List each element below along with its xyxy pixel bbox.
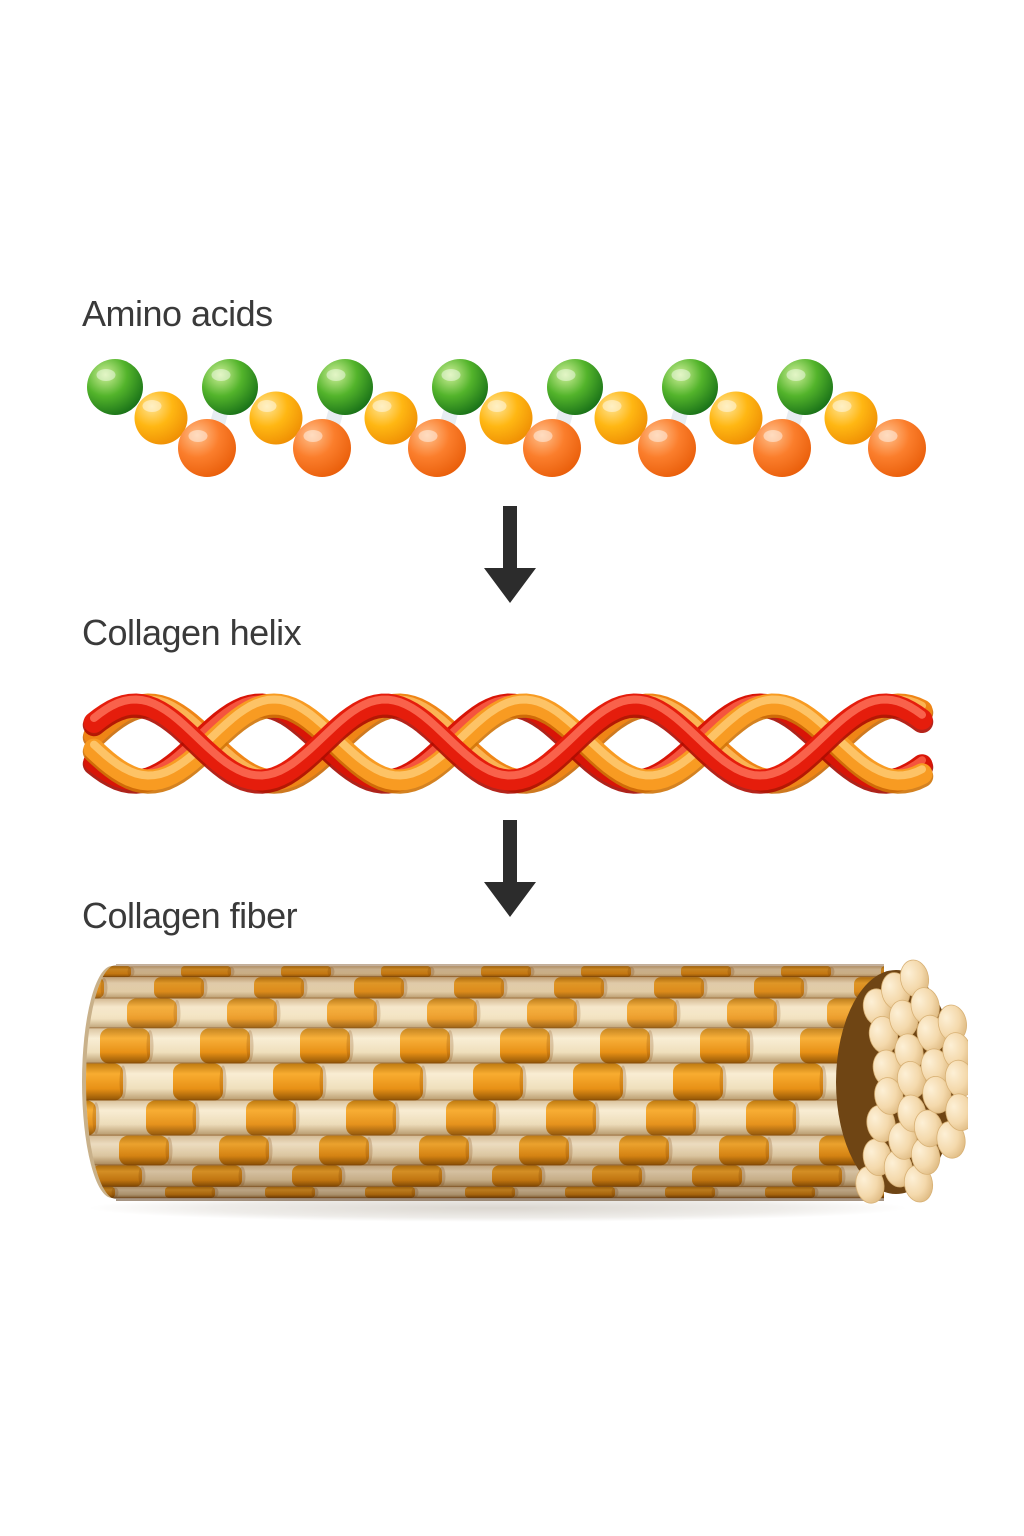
down-arrow-icon xyxy=(484,820,536,918)
down-arrow-icon xyxy=(484,506,536,604)
collagen-fiber-label: Collagen fiber xyxy=(82,895,298,936)
collagen-fiber-illustration xyxy=(68,958,968,1228)
collagen-helix-illustration xyxy=(80,682,940,802)
collagen-helix-label: Collagen helix xyxy=(82,612,302,653)
amino-acid-chain-illustration xyxy=(72,350,932,485)
amino-acids-label: Amino acids xyxy=(82,293,273,334)
